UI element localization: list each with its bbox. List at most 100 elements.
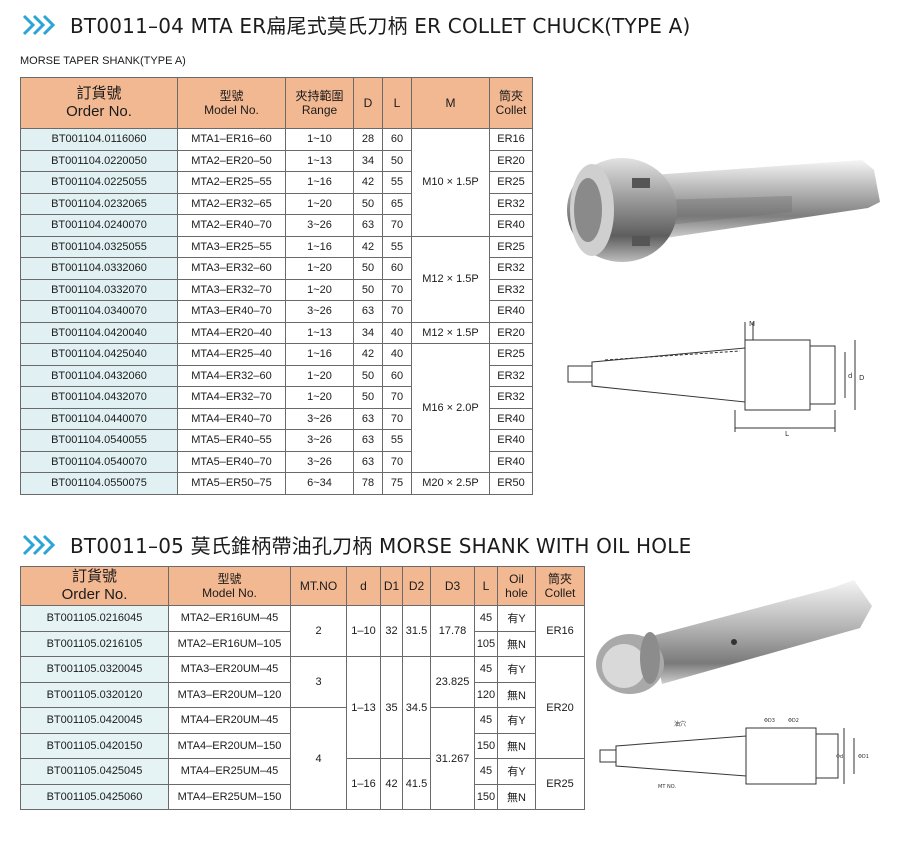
drawing-label-D: D [859,374,864,382]
cell-order: BT001104.0432060 [20,364,178,387]
cell-l: 60 [382,128,412,151]
cell-l: 55 [382,171,412,194]
cell-d: 28 [353,128,383,151]
cell-collet: ER40 [489,214,533,237]
cell-range: 1~10 [285,128,354,151]
cell-d: 78 [353,472,383,495]
cell-model: MTA4–ER32–60 [177,364,286,387]
cell-d: 63 [353,300,383,323]
cell-l: 50 [382,149,412,172]
cell-d: 34 [353,149,383,172]
cell-l: 60 [382,364,412,387]
cell-l: 70 [382,450,412,473]
drawing-label-oil-hole: 油穴 [674,720,686,728]
cell-order: BT001104.0332070 [20,278,178,301]
cell-d: 42 [353,343,383,366]
table-row: BT001105.0420045 MTA4–ER20UM–45 4 31.267… [20,707,585,810]
table-row: BT001105.0320120 MTA3–ER20UM–120 120 無N [20,681,585,708]
cell-range: 1~20 [285,257,354,280]
cell-order: BT001104.0432070 [20,386,178,409]
cell-range: 1~16 [285,171,354,194]
cell-collet: ER40 [489,407,533,430]
cell-order: BT001104.0540070 [20,450,178,473]
cell-collet: ER20 [489,149,533,172]
cell-range: 1~20 [285,192,354,215]
cell-model: MTA3–ER25–55 [177,235,286,258]
cell-model: MTA2–ER40–70 [177,214,286,237]
cell-d: 50 [353,278,383,301]
cell-order: BT001104.0220050 [20,149,178,172]
cell-order: BT001104.0425040 [20,343,178,366]
cell-collet: ER40 [489,429,533,452]
cell-model: MTA2–ER25–55 [177,171,286,194]
cell-model: MTA1–ER16–60 [177,128,286,151]
cell-l: 55 [382,235,412,258]
table-row: BT001105.0320045 MTA3–ER20UM–45 3 1–13 3… [20,656,585,759]
cell-l: 75 [382,472,412,495]
drawing-label-phi-d2: ΦD2 [788,718,799,724]
cell-l: 60 [382,257,412,280]
cell-range: 3~26 [285,300,354,323]
double-chevron-icon [22,534,58,556]
cell-d: 50 [353,386,383,409]
cell-d: 63 [353,407,383,430]
cell-d: 42 [353,235,383,258]
cell-model: MTA3–ER32–60 [177,257,286,280]
cell-collet: ER25 [489,343,533,366]
header-d3: D3 [430,566,475,606]
cell-m: M12 × 1.5P [411,321,490,344]
cell-d: 63 [353,450,383,473]
cell-range: 1~13 [285,149,354,172]
cell-l: 70 [382,386,412,409]
cell-l: 55 [382,429,412,452]
cell-d: 50 [353,257,383,280]
oil-hole-shank-photo [596,580,872,694]
cell-l: 70 [382,278,412,301]
header-l: L [474,566,498,606]
drawing-label-m: M [749,320,755,328]
drawing-label-mt-no: MT NO. [658,784,676,790]
cell-order: BT001104.0232065 [20,192,178,215]
drawing-label-d: d [848,372,852,380]
cell-m: M16 × 2.0P [411,343,490,473]
cell-range: 1~20 [285,278,354,301]
cell-m: M12 × 1.5P [411,235,490,323]
cell-collet: ER32 [489,278,533,301]
cell-order: BT001104.0550075 [20,472,178,495]
cell-model: MTA2–ER32–65 [177,192,286,215]
cell-range: 1~16 [285,235,354,258]
cell-range: 3~26 [285,214,354,237]
cell-l: 70 [382,300,412,323]
cell-order: BT001104.0332060 [20,257,178,280]
table-row: BT001105.0425045 MTA4–ER25UM–45 1–16 42 … [20,758,585,810]
section1-title: BT0011–04 MTA ER扁尾式莫氏刀柄 ER COLLET CHUCK(… [22,10,690,39]
cell-range: 3~26 [285,450,354,473]
cell-model: MTA2–ER20–50 [177,149,286,172]
cell-d: 50 [353,192,383,215]
cell-collet: ER25 [489,171,533,194]
cell-d: 42 [353,171,383,194]
section1-heading: BT0011–04 MTA ER扁尾式莫氏刀柄 ER COLLET CHUCK(… [70,14,691,38]
header-d2: D2 [402,566,431,606]
table-row: BT001105.0216105 MTA2–ER16UM–105 105 無N [20,630,585,657]
cell-range: 1~13 [285,321,354,344]
header-l: L [382,77,412,129]
cell-order: BT001104.0540055 [20,429,178,452]
